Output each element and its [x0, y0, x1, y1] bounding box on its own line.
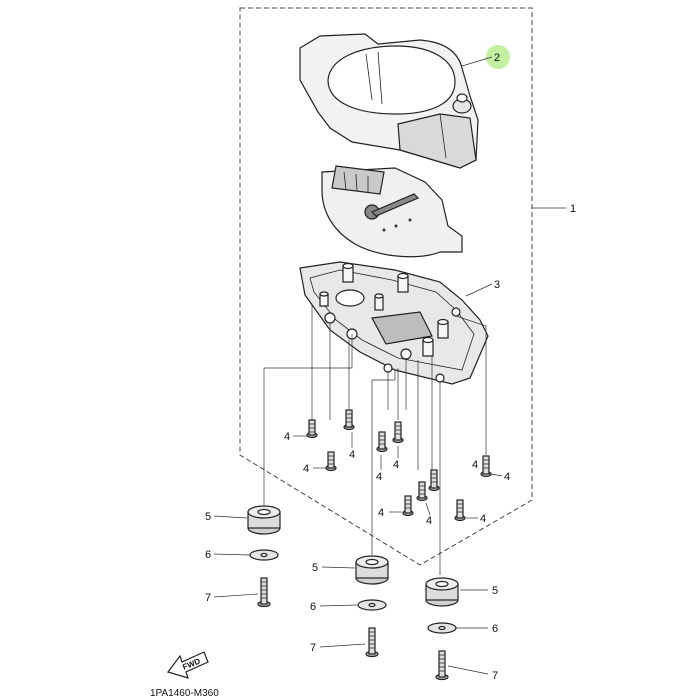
callout-4: 4 — [472, 459, 478, 471]
screw — [480, 455, 492, 478]
callout-6: 6 — [492, 623, 498, 635]
screw — [376, 431, 388, 453]
meter-case-cover — [299, 33, 479, 169]
callout-7: 7 — [310, 642, 316, 654]
callout-4: 4 — [349, 449, 355, 461]
callout-highlight — [486, 45, 510, 69]
callout-3: 3 — [494, 279, 500, 291]
callout-4: 4 — [284, 431, 290, 443]
speedometer-unit — [321, 165, 463, 258]
callout-2: 2 — [494, 52, 500, 64]
assembly-boundary — [239, 7, 533, 566]
callout-1: 1 — [570, 203, 576, 215]
callout-4: 4 — [303, 463, 309, 475]
callout-4: 4 — [393, 459, 399, 471]
callout-6: 6 — [310, 601, 316, 613]
callout-6: 6 — [205, 549, 211, 561]
screw — [343, 409, 355, 431]
callout-4: 4 — [480, 513, 486, 525]
screw — [392, 421, 404, 444]
fwd-arrow-icon: FWD — [167, 651, 209, 679]
callout-7: 7 — [205, 592, 211, 604]
callout-leaders — [213, 56, 566, 675]
callout-4: 4 — [504, 471, 510, 483]
callout-5: 5 — [205, 511, 211, 523]
screw — [454, 499, 466, 522]
case-bosses — [319, 262, 461, 383]
screw — [325, 451, 337, 472]
callout-labels: 2 1 3 4 4 4 4 4 4 4 4 4 4 5 6 7 5 6 7 5 … — [205, 52, 576, 682]
drawing-code: 1PA1460-M360 — [150, 688, 219, 699]
damper-set-right — [425, 577, 459, 681]
callout-5: 5 — [492, 585, 498, 597]
damper-set-left — [247, 505, 281, 608]
callout-4: 4 — [378, 507, 384, 519]
screw — [428, 469, 440, 492]
screw — [306, 419, 318, 439]
callout-4: 4 — [376, 471, 382, 483]
callout-5: 5 — [312, 562, 318, 574]
screw — [416, 481, 428, 502]
screw — [402, 495, 414, 517]
assembly-lines — [263, 305, 487, 575]
callout-4: 4 — [426, 515, 432, 527]
meter-lower-case — [299, 261, 489, 385]
callout-7: 7 — [492, 670, 498, 682]
damper-set-middle — [355, 555, 389, 658]
